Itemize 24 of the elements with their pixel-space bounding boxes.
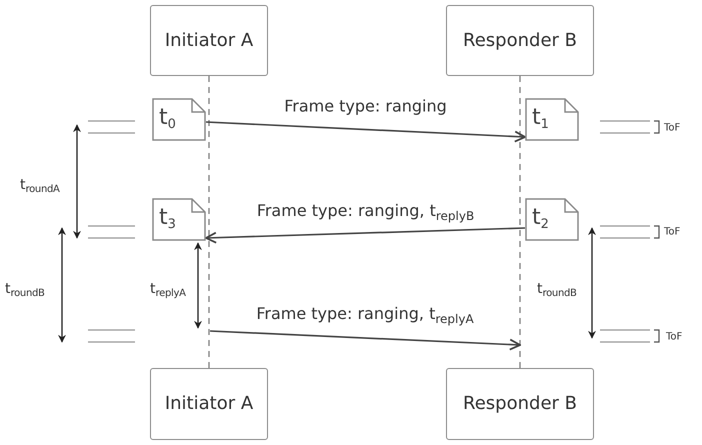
interval-label: t$_{roundB}$ (537, 281, 577, 299)
message-arrow (205, 227, 526, 244)
message-arrow (206, 121, 526, 142)
participant-name: Initiator A (164, 392, 254, 416)
participant-name: Initiator A (164, 28, 254, 52)
tof-label: ToF (664, 226, 680, 238)
message-arrow (210, 330, 521, 350)
tof-label: ToF (666, 332, 682, 342)
lifeline (208, 76, 210, 368)
lifeline (519, 76, 521, 368)
tof-label: ToF (664, 122, 680, 134)
participant-name: Responder B (463, 392, 577, 416)
interval-label: t$_{roundA}$ (20, 177, 60, 195)
participant-box (446, 368, 594, 440)
timestamp-label: t$_{3}$ (159, 205, 176, 234)
interval-label: t$_{replyA}$ (150, 281, 186, 299)
participant-box (150, 5, 268, 76)
timestamp-label: t$_{1}$ (532, 105, 549, 134)
participant-box (150, 368, 268, 440)
timestamp-label: t$_{2}$ (532, 205, 549, 234)
participant-box (446, 5, 594, 76)
interval-label: t$_{roundB}$ (5, 281, 45, 299)
timestamp-label: t$_{0}$ (159, 105, 176, 134)
participant-name: Responder B (463, 28, 577, 52)
